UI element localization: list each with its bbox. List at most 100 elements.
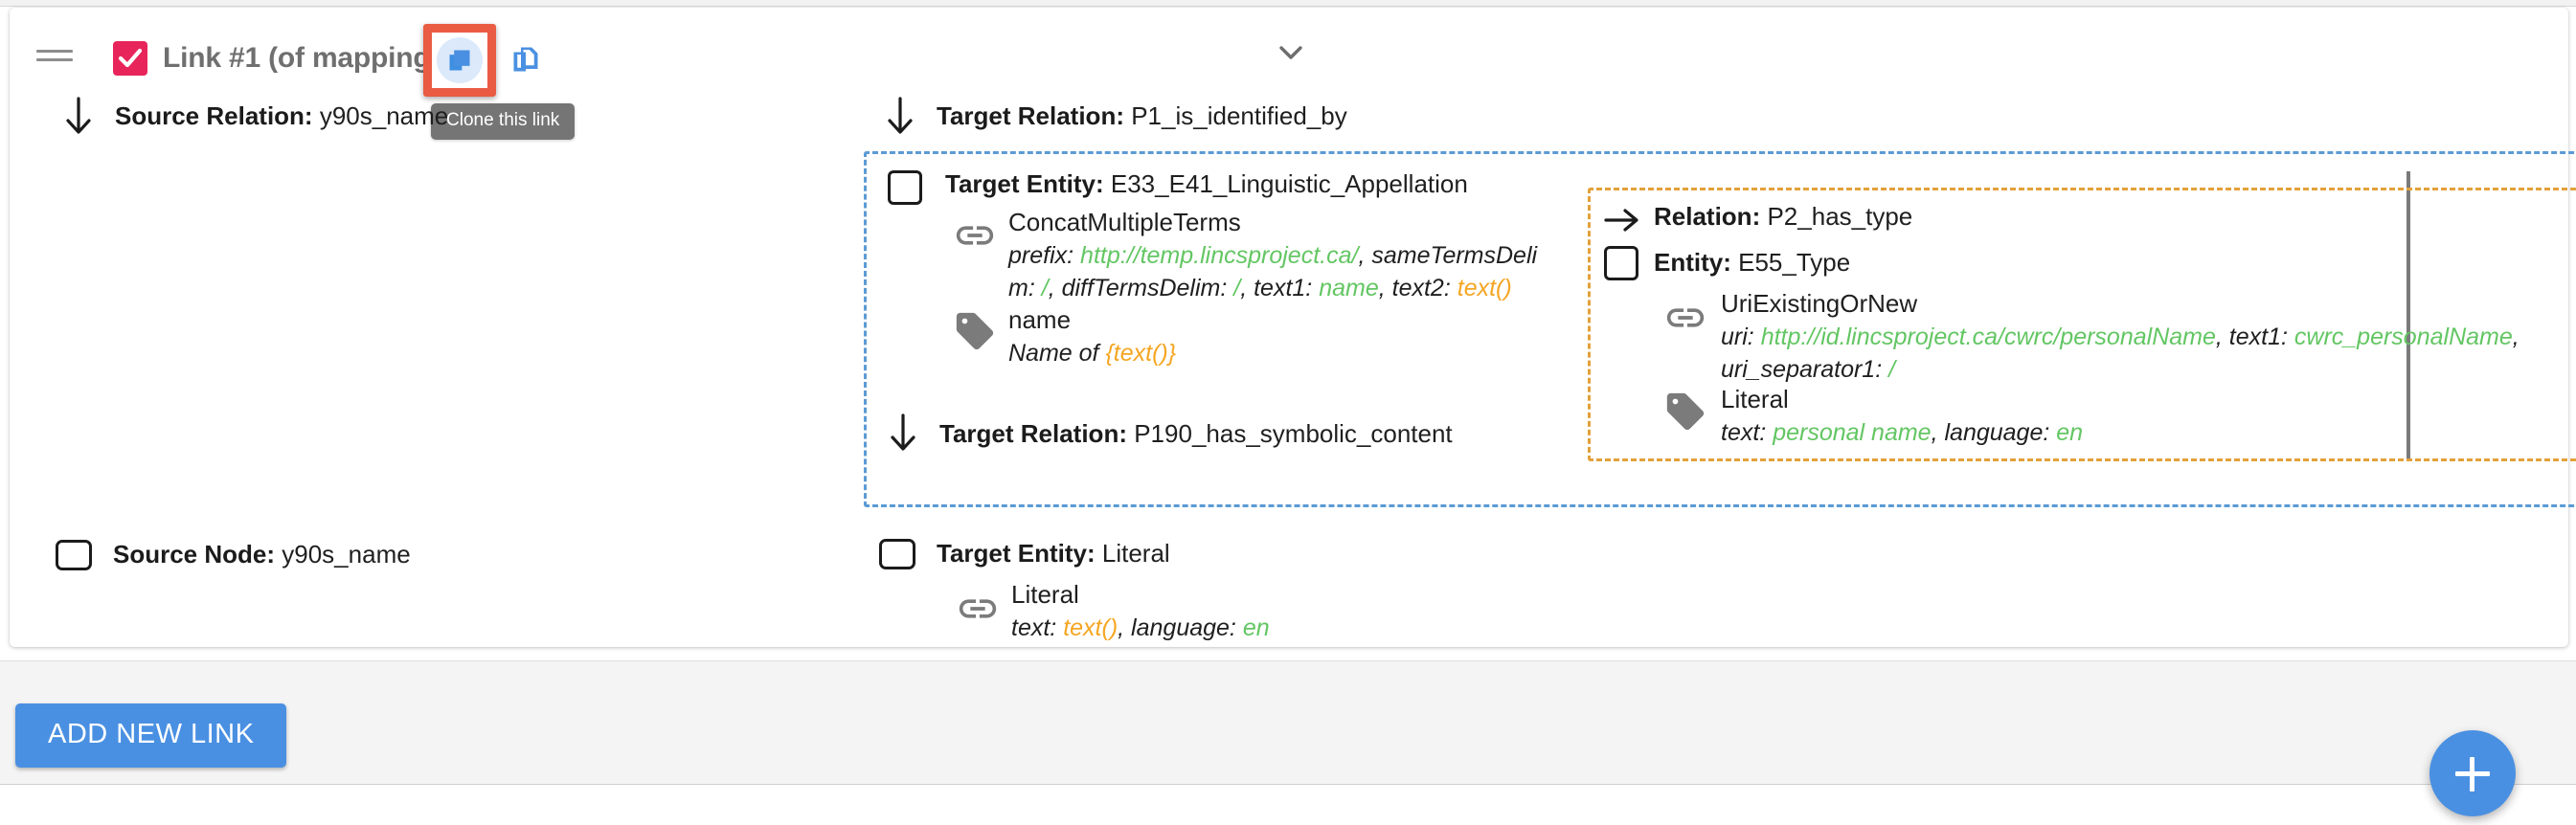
source-node-value: y90s_name: [282, 540, 411, 569]
target-relation-1-value: P1_is_identified_by: [1131, 101, 1347, 130]
add-new-link-button[interactable]: ADD NEW LINK: [15, 703, 287, 768]
target-entity-1-label: Target Entity:: [945, 169, 1104, 198]
entity1-uri-k1: prefix:: [1008, 242, 1074, 269]
type-label-property: Literal text: personal name, language: e…: [1721, 385, 2083, 447]
file-copy-icon: [513, 47, 538, 72]
target-entity-2-label: Target Entity:: [937, 539, 1096, 568]
panel-divider: [2407, 171, 2410, 458]
type-uri-property: UriExistingOrNew uri: http://id.lincspro…: [1721, 289, 2520, 384]
type-label-function: Literal: [1721, 385, 1789, 413]
type-entity-group-box: Relation: P2_has_type Entity: E55_Type U…: [1588, 188, 2576, 461]
entity1-label-property: name Name of {text()}: [1008, 305, 1176, 368]
source-node-label: Source Node:: [113, 540, 276, 569]
entity2-k2: , language:: [1118, 614, 1236, 641]
link-card-header: Link #1 (of mapping #1): [10, 8, 2568, 140]
entity1-uri-l2k2: , diffTermsDelim:: [1048, 275, 1228, 301]
target-entity-group-box: Target Entity: E33_E41_Linguistic_Appell…: [864, 151, 2576, 507]
type-relation-value: P2_has_type: [1767, 202, 1913, 231]
target-entity-2-checkbox[interactable]: [879, 539, 915, 569]
link-enabled-checkbox[interactable]: [113, 41, 147, 76]
type-label-k1: text:: [1721, 419, 1767, 446]
entity2-k1: text:: [1011, 614, 1057, 641]
type-entity-label: Entity:: [1654, 248, 1731, 277]
entity2-literal-function: Literal: [1011, 580, 1079, 609]
entity2-v2: en: [1242, 614, 1270, 641]
entity1-uri-l2v1: /: [1041, 275, 1049, 301]
entity1-uri-params-line1: prefix: http://temp.lincsproject.ca/, sa…: [1008, 242, 1537, 270]
footer-bar: [0, 660, 2576, 785]
arrow-down-icon-target-relation-1: [888, 97, 913, 134]
entity1-label-value: {text()}: [1105, 340, 1177, 367]
entity1-uri-l2v3: name: [1319, 275, 1379, 301]
type-uri-v3: /: [1888, 356, 1896, 383]
drag-handle-icon[interactable]: [36, 50, 73, 63]
chevron-down-icon: [1279, 46, 1302, 59]
type-entity-checkbox[interactable]: [1604, 246, 1638, 280]
source-node-row: Source Node: y90s_name: [113, 539, 411, 570]
tag-icon-entity1-label: [956, 312, 994, 350]
entity1-uri-function: ConcatMultipleTerms: [1008, 208, 1241, 236]
entity1-uri-l2k1: m:: [1008, 275, 1035, 301]
top-strip: [0, 0, 2576, 7]
collapse-toggle-button[interactable]: [1271, 38, 1311, 67]
type-label-v1: personal name: [1773, 419, 1932, 446]
type-label-k2: , language:: [1931, 419, 2050, 446]
entity1-label-function: name: [1008, 305, 1072, 334]
type-label-params: text: personal name, language: en: [1721, 419, 2083, 447]
entity1-uri-v1: http://temp.lincsproject.ca/: [1080, 242, 1359, 269]
type-uri-params-line1: uri: http://id.lincsproject.ca/cwrc/pers…: [1721, 323, 2520, 351]
link-chain-icon-entity2-literal: [959, 599, 997, 618]
content-copy-icon: [449, 50, 470, 71]
clone-link-button[interactable]: [423, 24, 496, 97]
source-relation-label: Source Relation:: [115, 101, 313, 130]
entity1-uri-params-line2: m: /, diffTermsDelim: /, text1: name, te…: [1008, 275, 1537, 302]
link-card: Link #1 (of mapping #1): [10, 8, 2576, 647]
target-entity-1-row: Target Entity: E33_E41_Linguistic_Appell…: [945, 169, 1468, 199]
type-entity-value: E55_Type: [1738, 248, 1851, 277]
add-fab-button[interactable]: [2429, 730, 2516, 816]
type-relation-label: Relation:: [1654, 202, 1761, 231]
entity1-label-params: Name of {text()}: [1008, 340, 1176, 368]
link-chain-icon-type-uri: [1666, 308, 1705, 327]
tag-icon-type-label: [1666, 392, 1705, 431]
entity2-literal-property: Literal text: text(), language: en: [1011, 580, 1270, 642]
target-entity-1-checkbox[interactable]: [888, 170, 922, 205]
source-relation-value: y90s_name: [319, 101, 449, 130]
entity1-label-prefix: Name of: [1008, 340, 1106, 367]
type-relation-row: Relation: P2_has_type: [1654, 202, 1912, 232]
type-uri-k3: uri_separator1:: [1721, 356, 1883, 383]
link-chain-icon-entity1-uri: [956, 226, 994, 245]
target-entity-2-row: Target Entity: Literal: [937, 539, 1170, 569]
target-relation-2-label: Target Relation:: [939, 419, 1127, 448]
target-relation-2-row: Target Relation: P190_has_symbolic_conte…: [939, 418, 1453, 450]
target-entity-2-value: Literal: [1101, 539, 1170, 568]
type-uri-v2: cwrc_personalName: [2294, 323, 2513, 350]
source-relation-row: Source Relation: y90s_name: [115, 100, 448, 132]
entity1-uri-property: ConcatMultipleTerms prefix: http://temp.…: [1008, 208, 1537, 302]
type-uri-k1: uri:: [1721, 323, 1754, 350]
arrow-down-icon-source-relation: [66, 97, 91, 134]
target-entity-1-value: E33_E41_Linguistic_Appellation: [1110, 169, 1468, 198]
source-node-checkbox[interactable]: [56, 540, 92, 570]
clone-tooltip: Clone this link: [431, 103, 576, 140]
type-entity-row: Entity: E55_Type: [1654, 248, 1850, 278]
target-relation-2-value: P190_has_symbolic_content: [1134, 419, 1453, 448]
entity1-uri-l2k4: , text2:: [1378, 275, 1451, 301]
arrow-down-icon-target-relation-2: [891, 413, 915, 451]
entity1-uri-l2k3: , text1:: [1240, 275, 1313, 301]
entity1-uri-l2v4: text(): [1457, 275, 1512, 301]
type-uri-v1: http://id.lincsproject.ca/cwrc/personalN…: [1760, 323, 2216, 350]
target-relation-1-label: Target Relation:: [937, 101, 1124, 130]
type-uri-k2: , text1:: [2215, 323, 2288, 350]
type-uri-params-line2: uri_separator1: /: [1721, 356, 2520, 384]
type-label-v2: en: [2056, 419, 2084, 446]
duplicate-link-button[interactable]: [498, 32, 555, 89]
target-relation-1-row: Target Relation: P1_is_identified_by: [937, 100, 1347, 132]
entity1-uri-k2: , sameTermsDeli: [1358, 242, 1538, 269]
type-uri-function: UriExistingOrNew: [1721, 289, 1918, 318]
type-uri-comma: ,: [2512, 323, 2520, 350]
entity1-uri-l2v2: /: [1233, 275, 1241, 301]
arrow-right-icon-type-relation: [1604, 209, 1638, 232]
entity2-v1: text(): [1063, 614, 1119, 641]
